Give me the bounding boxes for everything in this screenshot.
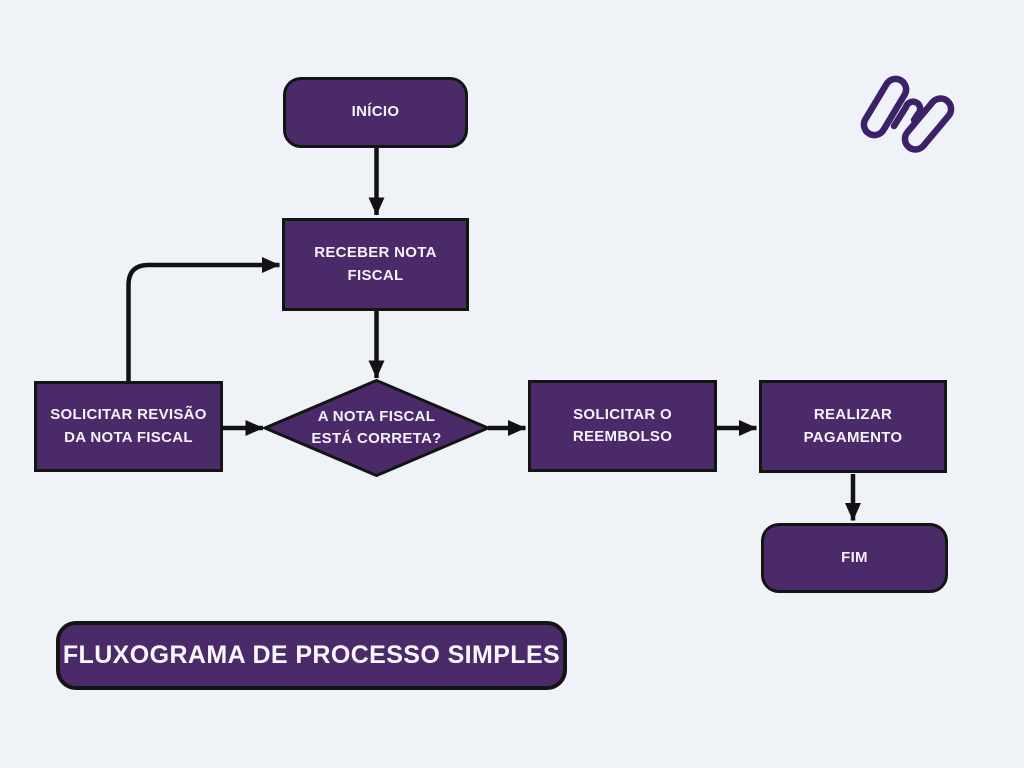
node-solicitar-reembolso: SOLICITAR O REEMBOLSO [528,380,717,472]
diagram-title-box: FLUXOGRAMA DE PROCESSO SIMPLES [56,621,567,690]
brand-zigzag-logo-icon [860,75,955,153]
node-inicio-label: INÍCIO [351,103,400,121]
node-receber-nota-fiscal: RECEBER NOTA FISCAL [282,218,469,311]
node-revisao-label: SOLICITAR REVISÃO DA NOTA FISCAL [50,406,207,446]
diagram-title: FLUXOGRAMA DE PROCESSO SIMPLES [62,641,561,669]
connector-revisao-to-receber-elbow [126,257,280,381]
node-realizar-pagamento: REALIZAR PAGAMENTO [759,380,947,473]
node-pagamento-label: REALIZAR PAGAMENTO [803,406,903,446]
node-decisao: A NOTA FISCAL ESTÁ CORRETA? [291,398,462,458]
node-inicio: INÍCIO [283,77,468,148]
node-solicitar-revisao: SOLICITAR REVISÃO DA NOTA FISCAL [34,381,223,472]
node-fim: FIM [761,523,948,593]
node-decisao-label: A NOTA FISCAL ESTÁ CORRETA? [311,407,442,448]
node-fim-label: FIM [841,548,868,566]
node-reembolso-label: SOLICITAR O REEMBOLSO [572,405,673,446]
node-receber-label: RECEBER NOTA FISCAL [314,244,437,284]
